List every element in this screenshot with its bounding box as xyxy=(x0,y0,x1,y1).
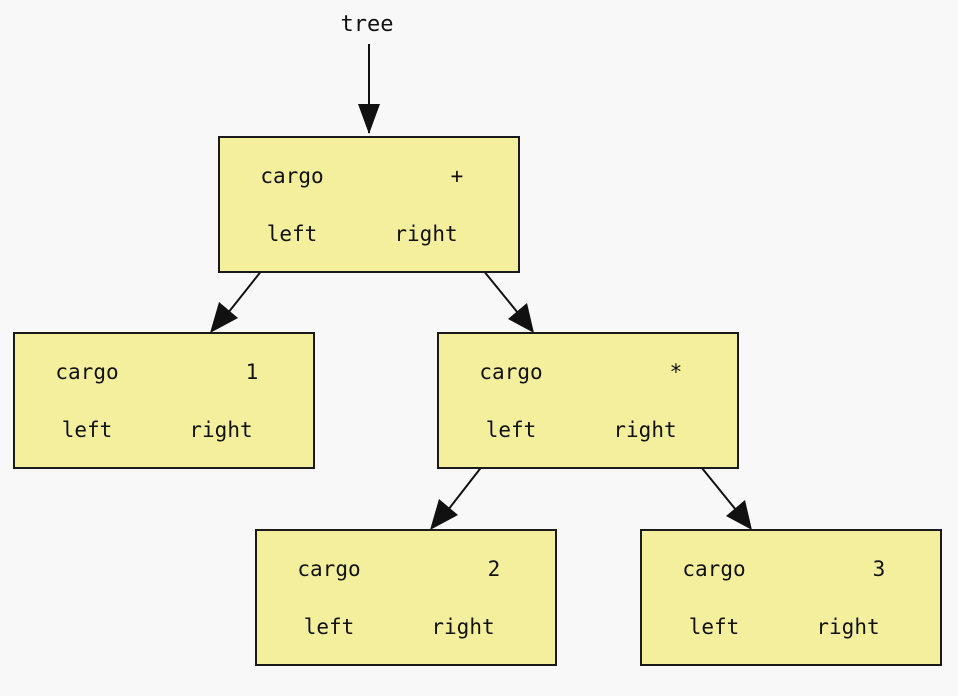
cargo-label: cargo xyxy=(479,360,543,384)
left-label: left xyxy=(485,418,537,442)
tree-node-root: cargo + left right xyxy=(218,136,520,273)
left-label: left xyxy=(266,222,318,246)
cargo-value: * xyxy=(669,360,683,384)
cargo-label: cargo xyxy=(260,164,324,188)
tree-node-times: cargo * left right xyxy=(437,332,739,469)
right-label: right xyxy=(431,615,495,639)
right-label: right xyxy=(613,418,677,442)
cargo-label: cargo xyxy=(682,557,746,581)
tree-node-one: cargo 1 left right xyxy=(13,332,315,469)
right-label: right xyxy=(394,222,458,246)
left-label: left xyxy=(688,615,740,639)
tree-node-two: cargo 2 left right xyxy=(255,529,557,666)
left-label: left xyxy=(61,418,113,442)
cargo-label: cargo xyxy=(297,557,361,581)
tree-variable-label: tree xyxy=(340,12,394,37)
cargo-value: 1 xyxy=(245,360,259,384)
tree-pointer-arrowhead xyxy=(358,104,380,134)
cargo-value: + xyxy=(450,164,464,188)
tree-node-three: cargo 3 left right xyxy=(640,529,942,666)
cargo-value: 2 xyxy=(487,557,501,581)
left-label: left xyxy=(303,615,355,639)
cargo-label: cargo xyxy=(55,360,119,384)
right-label: right xyxy=(816,615,880,639)
cargo-value: 3 xyxy=(872,557,886,581)
right-label: right xyxy=(189,418,253,442)
